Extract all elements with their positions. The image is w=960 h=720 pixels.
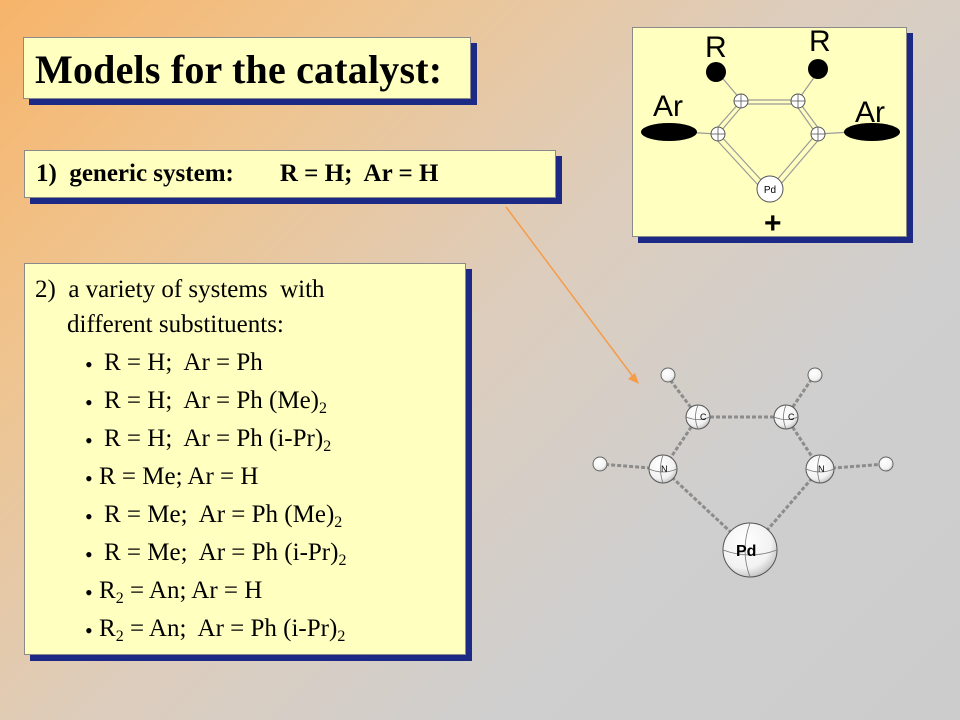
- variety-item-5: R = Me; Ar = Ph (Me)2: [104, 501, 343, 531]
- model-c-right-label: C: [788, 412, 795, 422]
- variety-intro-line2: different substituents:: [67, 311, 284, 338]
- variety-box: 2) a variety of systems with different s…: [24, 263, 466, 655]
- model-n-left-label: N: [661, 464, 668, 474]
- variety-item-7: R2 = An; Ar = H: [99, 577, 263, 607]
- generic-system-box: 1) generic system: R = H; Ar = H: [24, 150, 556, 198]
- generic-system-value: R = H; Ar = H: [279, 160, 439, 187]
- bullet-8: •: [85, 618, 93, 643]
- ar-right-ellipse: [844, 123, 900, 141]
- scheme-ar-left: Ar: [653, 90, 683, 123]
- variety-intro-line1: 2) a variety of systems with: [35, 276, 325, 303]
- variety-item-6: R = Me; Ar = Ph (i-Pr)2: [104, 539, 347, 569]
- molecule-3d-model: C C N N Pd: [592, 367, 894, 578]
- bullet-1: •: [85, 352, 93, 377]
- generic-system-label: 1) generic system:: [36, 160, 234, 187]
- variety-item-4: R = Me; Ar = H: [99, 463, 259, 490]
- scheme-r-right: R: [809, 28, 831, 58]
- bullet-2: •: [85, 390, 93, 415]
- bullet-6: •: [85, 542, 93, 567]
- bullet-3: •: [85, 428, 93, 453]
- variety-item-3: R = H; Ar = Ph (i-Pr)2: [104, 425, 332, 455]
- variety-item-1: R = H; Ar = Ph: [104, 349, 263, 376]
- title-box: Models for the catalyst:: [23, 37, 471, 99]
- catalyst-scheme-box: Pd R R Ar Ar +: [632, 27, 907, 237]
- r-left-dot: [706, 62, 726, 82]
- scheme-r-left: R: [705, 31, 727, 64]
- bullet-5: •: [85, 504, 93, 529]
- variety-item-8: R2 = An; Ar = Ph (i-Pr)2: [99, 615, 346, 645]
- variety-item-2: R = H; Ar = Ph (Me)2: [104, 387, 328, 417]
- bullet-7: •: [85, 580, 93, 605]
- model-n-right-label: N: [818, 464, 825, 474]
- scheme-pd-label: Pd: [764, 185, 776, 196]
- generic-system-line: 1) generic system: R = H; Ar = H: [36, 160, 438, 188]
- catalyst-scheme-drawing: Pd R R Ar Ar +: [641, 28, 900, 236]
- bullet-4: •: [85, 466, 93, 491]
- scheme-ar-right: Ar: [855, 96, 885, 129]
- model-c-left-label: C: [700, 412, 707, 422]
- page-title: Models for the catalyst:: [35, 47, 443, 92]
- ar-left-ellipse: [641, 123, 697, 141]
- scheme-charge: +: [764, 207, 782, 236]
- r-right-dot: [808, 59, 828, 79]
- model-pd-label: Pd: [736, 543, 756, 560]
